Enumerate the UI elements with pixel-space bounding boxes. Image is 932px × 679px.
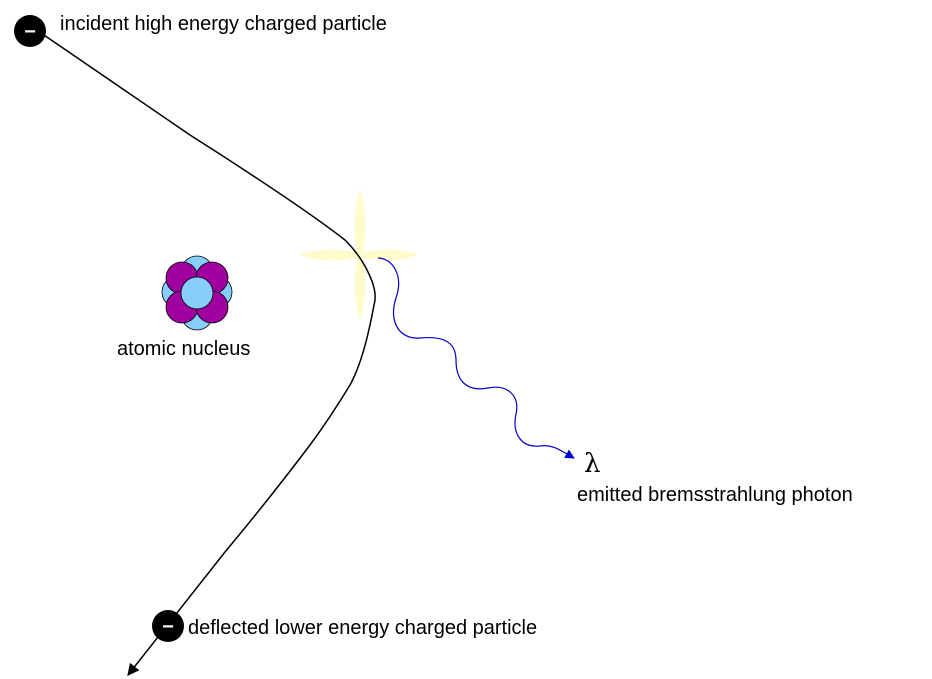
negative-charge-icon <box>152 610 184 642</box>
atom-nucleus-icon <box>161 255 233 331</box>
incident-particle-symbol: − <box>24 21 36 43</box>
deflected-particle-label: deflected lower energy charged particle <box>188 617 537 639</box>
deflected-particle: − <box>152 610 184 642</box>
deflected-particle-symbol: − <box>162 616 174 638</box>
photon-wave <box>377 257 575 459</box>
nucleus-label: atomic nucleus <box>117 338 250 360</box>
photon-label: emitted bremsstrahlung photon <box>577 484 853 506</box>
interaction-flash-icon <box>298 188 418 322</box>
particle-trajectory <box>21 19 376 676</box>
incident-particle: − <box>14 15 46 47</box>
lambda-symbol: λ <box>584 449 600 479</box>
negative-charge-icon <box>14 15 46 47</box>
incident-particle-label: incident high energy charged particle <box>60 13 387 35</box>
